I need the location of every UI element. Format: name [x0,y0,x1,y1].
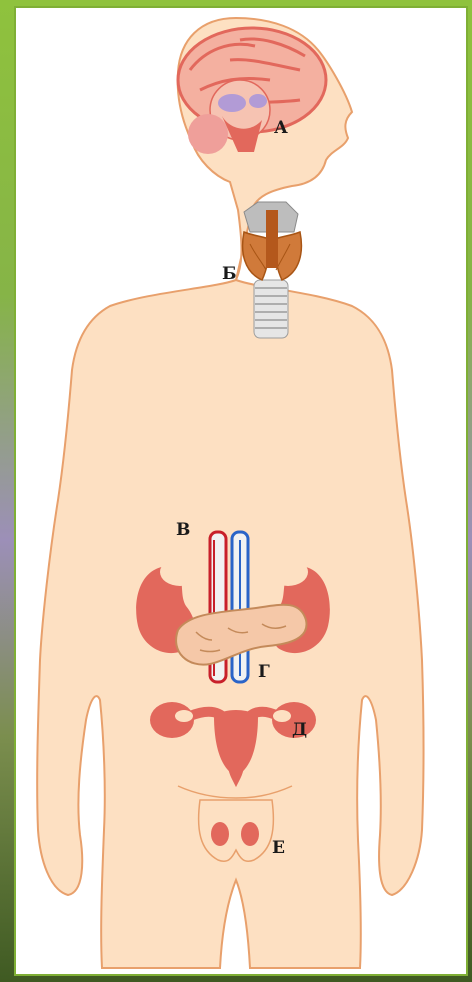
label-a: А [274,120,288,137]
vena-cava-vessel [232,532,248,682]
label-b: Б [222,266,237,283]
label-g: Г [258,664,270,681]
label-v: В [176,522,190,539]
label-e: Е [272,840,285,857]
label-d: Д [292,722,307,739]
